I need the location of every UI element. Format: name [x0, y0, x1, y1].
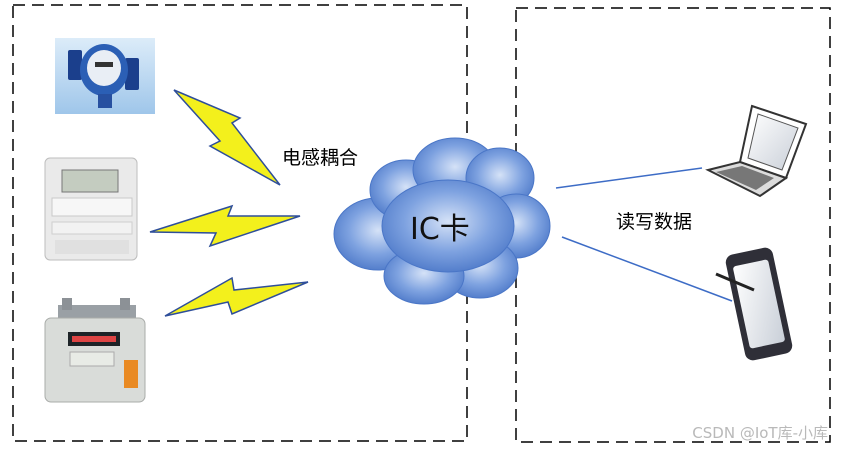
wireless-bolt-gas	[164, 276, 309, 317]
watermark: CSDN @IoT库-小库	[692, 424, 828, 442]
coupling-label: 电感耦合	[282, 147, 359, 169]
gas-meter-image	[44, 298, 146, 403]
tablet-icon	[715, 247, 793, 361]
ic-card-cloud	[333, 137, 551, 305]
wireless-bolt-water	[173, 89, 281, 186]
wireless-bolt-electricity	[149, 204, 301, 248]
link-to-tablet	[561, 236, 733, 302]
water-meter-image	[55, 38, 155, 114]
read-write-label: 读写数据	[616, 211, 693, 233]
electricity-meter-image	[44, 157, 138, 261]
ic-card-label: IC卡	[410, 212, 470, 247]
link-to-laptop	[555, 167, 703, 189]
laptop-icon	[705, 104, 808, 198]
